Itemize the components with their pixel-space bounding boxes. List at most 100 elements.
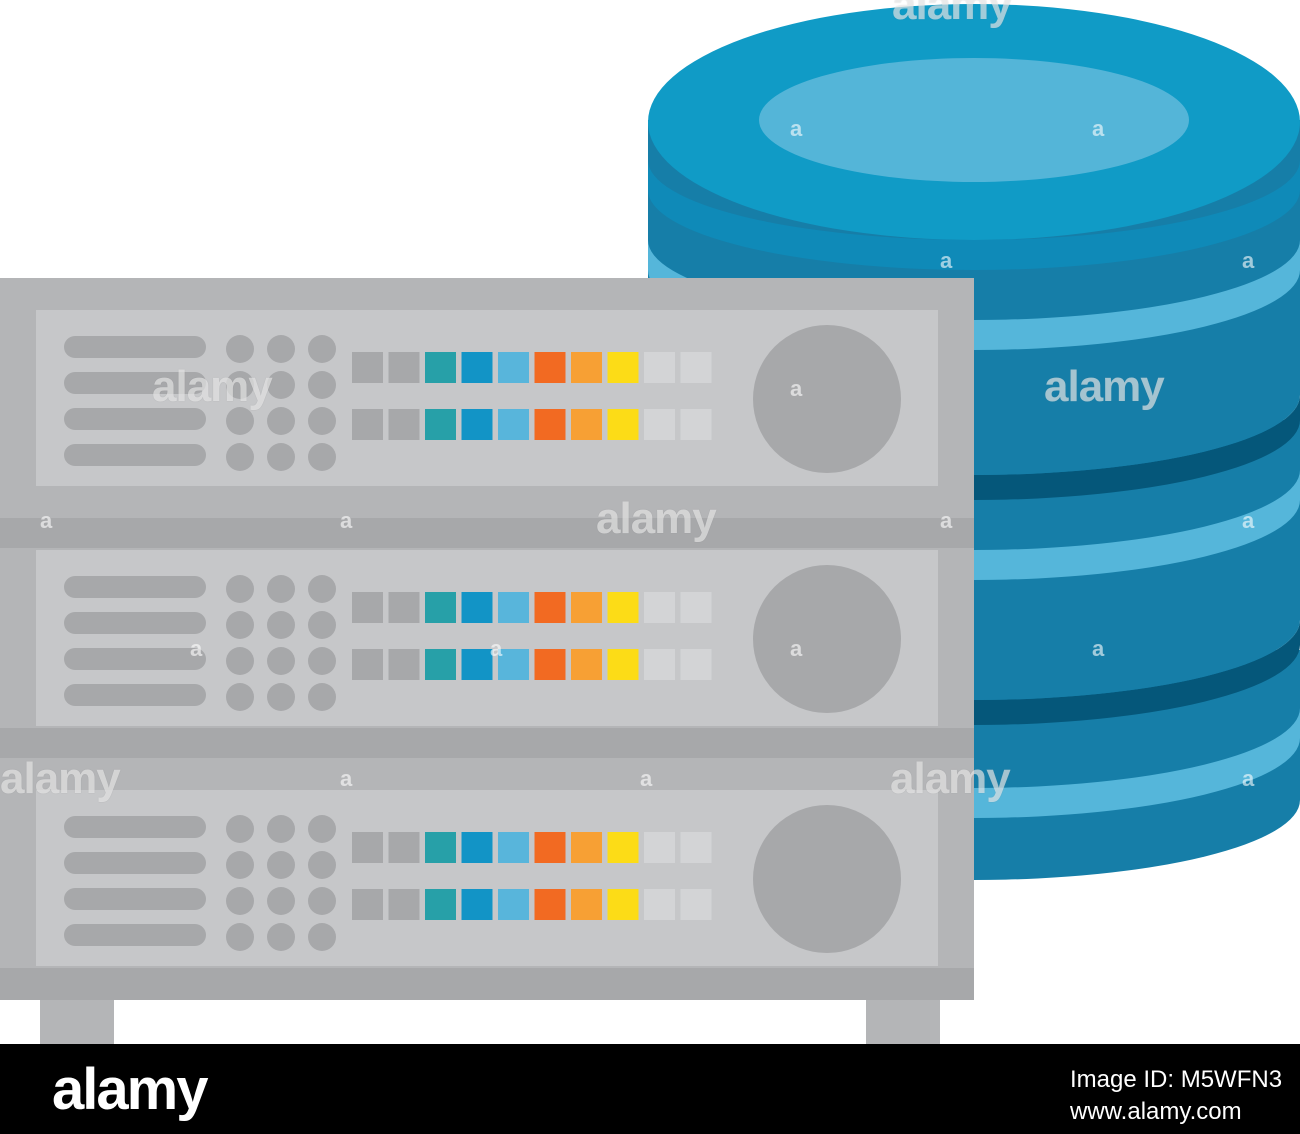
drive-disc <box>753 565 901 713</box>
status-dot <box>267 575 295 603</box>
status-dot <box>308 887 336 915</box>
led-indicator <box>498 592 529 623</box>
watermark-mark: a <box>1242 766 1255 791</box>
led-indicator <box>388 409 420 440</box>
status-dot <box>267 683 295 711</box>
led-indicator <box>352 592 383 623</box>
status-dot <box>226 683 254 711</box>
led-indicator <box>644 592 675 623</box>
led-indicator <box>425 592 456 623</box>
vent-slot <box>64 924 206 946</box>
led-indicator <box>352 832 383 863</box>
vent-slot <box>64 888 206 910</box>
led-indicator <box>607 409 639 440</box>
vent-slot <box>64 684 206 706</box>
led-indicator <box>534 352 566 383</box>
status-dot <box>267 611 295 639</box>
watermark-mark: a <box>940 248 953 273</box>
vent-slot <box>64 852 206 874</box>
watermark-mark: a <box>490 636 503 661</box>
footer-bar: alamy Image ID: M5WFN3 www.alamy.com <box>0 1044 1300 1134</box>
watermark: alamy <box>596 494 717 543</box>
watermark-mark: a <box>1092 116 1105 141</box>
status-dot <box>267 371 295 399</box>
status-dot <box>226 443 254 471</box>
led-indicator <box>352 649 383 680</box>
led-indicator <box>534 832 566 863</box>
watermark-mark: a <box>340 508 353 533</box>
status-dot <box>226 371 254 399</box>
led-indicator <box>461 649 493 680</box>
status-dot <box>267 335 295 363</box>
led-indicator <box>388 352 420 383</box>
led-indicator <box>644 649 675 680</box>
led-indicator <box>352 409 383 440</box>
status-dot <box>308 647 336 675</box>
led-indicator <box>461 592 493 623</box>
led-indicator <box>680 649 712 680</box>
watermark: alamy <box>890 754 1011 803</box>
led-indicator <box>425 889 456 920</box>
status-dot <box>226 575 254 603</box>
led-indicator <box>534 592 566 623</box>
led-indicator <box>425 832 456 863</box>
led-indicator <box>498 409 529 440</box>
watermark: alamy <box>152 362 273 411</box>
led-indicator <box>534 409 566 440</box>
led-indicator <box>461 889 493 920</box>
led-indicator <box>571 352 602 383</box>
watermark-mark: a <box>940 508 953 533</box>
led-indicator <box>571 889 602 920</box>
status-dot <box>226 923 254 951</box>
status-dot <box>308 851 336 879</box>
status-dot <box>308 443 336 471</box>
vent-slot <box>64 372 206 394</box>
status-dot <box>267 887 295 915</box>
vent-slot <box>64 408 206 430</box>
led-indicator <box>425 409 456 440</box>
vent-slot <box>64 648 206 670</box>
led-indicator <box>534 889 566 920</box>
drive-disc <box>753 805 901 953</box>
status-dot <box>226 815 254 843</box>
watermark: alamy <box>1044 362 1165 411</box>
led-indicator <box>498 832 529 863</box>
led-indicator <box>680 889 712 920</box>
led-indicator <box>388 832 420 863</box>
status-dot <box>226 335 254 363</box>
status-dot <box>308 815 336 843</box>
led-indicator <box>607 592 639 623</box>
status-dot <box>226 887 254 915</box>
status-dot <box>267 443 295 471</box>
status-dot <box>267 851 295 879</box>
vent-slot <box>64 444 206 466</box>
status-dot <box>267 923 295 951</box>
watermark: alamy <box>0 754 121 803</box>
status-dot <box>308 335 336 363</box>
led-indicator <box>425 352 456 383</box>
watermark-mark: a <box>340 766 353 791</box>
alamy-logo: alamy <box>52 1057 208 1122</box>
led-indicator <box>680 409 712 440</box>
image-id: Image ID: M5WFN3 <box>1070 1066 1283 1093</box>
led-indicator <box>680 832 712 863</box>
watermark-mark: a <box>1242 248 1255 273</box>
led-indicator <box>352 352 383 383</box>
vent-slot <box>64 612 206 634</box>
led-indicator <box>644 352 675 383</box>
led-indicator <box>388 889 420 920</box>
led-indicator <box>644 889 675 920</box>
led-indicator <box>571 409 602 440</box>
led-indicator <box>461 409 493 440</box>
watermark: alamy <box>892 0 1013 29</box>
watermark-mark: a <box>40 508 53 533</box>
led-indicator <box>571 592 602 623</box>
status-dot <box>267 647 295 675</box>
watermark-mark: a <box>1092 636 1105 661</box>
led-indicator <box>644 409 675 440</box>
status-dot <box>308 683 336 711</box>
status-dot <box>308 407 336 435</box>
led-indicator <box>461 352 493 383</box>
led-indicator <box>680 592 712 623</box>
led-indicator <box>425 649 456 680</box>
